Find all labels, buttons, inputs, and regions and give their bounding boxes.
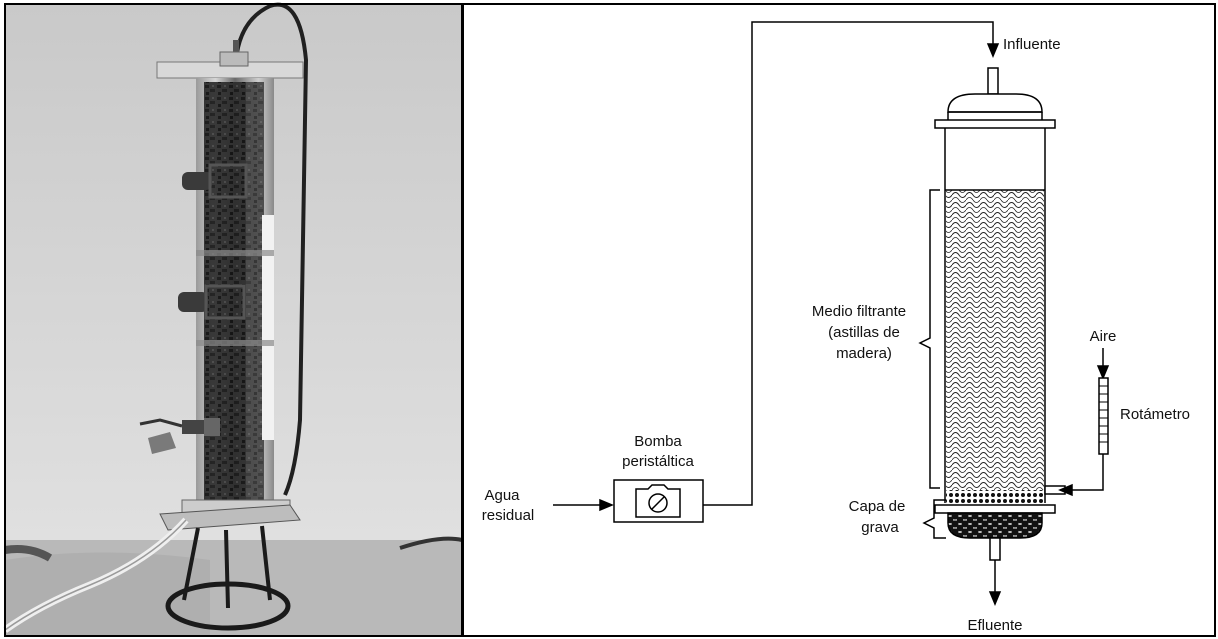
influente-arrow — [986, 43, 1000, 58]
filter-medium — [946, 190, 1044, 490]
gravel-brace — [922, 499, 946, 539]
schematic-border — [462, 3, 1216, 637]
label-capa-1: Capa de — [849, 498, 906, 515]
label-bomba-1: Bomba — [634, 433, 682, 450]
top-flange — [934, 119, 1056, 129]
rotameter — [1098, 377, 1109, 455]
feed-pipe — [703, 21, 994, 506]
labels: Influente Bomba peristáltica Agua residu… — [482, 36, 1190, 634]
label-agua-2: residual — [482, 507, 535, 524]
air-inlet-arrow — [1058, 483, 1073, 497]
column-cap — [947, 93, 1043, 113]
label-influente: Influente — [1003, 36, 1061, 53]
gravel-top-layer — [946, 490, 1044, 503]
agua-arrow — [599, 498, 614, 512]
label-rotametro: Rotámetro — [1120, 406, 1190, 423]
inlet-nozzle — [987, 67, 999, 95]
efluente-arrow — [988, 591, 1002, 606]
label-capa-2: grava — [861, 519, 899, 536]
outlet-nozzle — [989, 537, 1001, 561]
bottom-flange — [934, 504, 1056, 514]
label-medio-3: madera) — [836, 345, 892, 362]
rotameter-ticks — [1099, 385, 1108, 443]
label-aire: Aire — [1090, 328, 1117, 345]
label-bomba-2: peristáltica — [622, 453, 694, 470]
aire-arrow — [1096, 365, 1110, 380]
schematic — [553, 21, 1110, 606]
label-efluente: Efluente — [967, 617, 1022, 634]
label-agua-1: Agua — [484, 487, 520, 504]
air-line — [1072, 454, 1104, 491]
label-medio-1: Medio filtrante — [812, 303, 906, 320]
gravel-layer — [947, 512, 1043, 539]
medium-brace — [918, 189, 940, 489]
label-medio-2: (astillas de — [828, 324, 900, 341]
reactor-photo — [2, 2, 463, 636]
